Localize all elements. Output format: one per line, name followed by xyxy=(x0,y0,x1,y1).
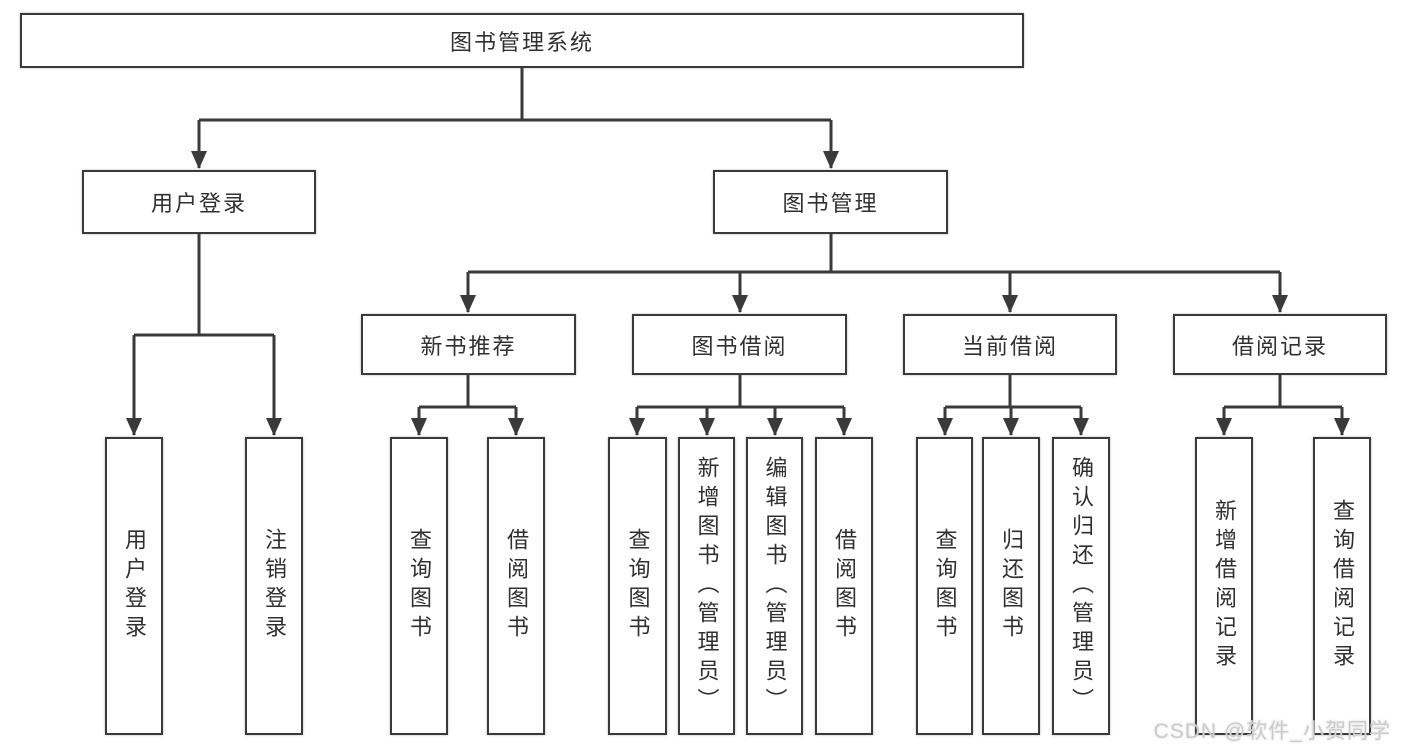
connector-bookmgmt-split xyxy=(468,233,1280,274)
leaf-return-book-label: 归还图书 xyxy=(999,528,1024,644)
node-book-management-label: 图书管理 xyxy=(782,191,879,216)
leaf-confirm-return-admin: 确认归还（管理员） xyxy=(1052,437,1110,735)
connector-root-split xyxy=(199,68,831,122)
leaf-edit-book-admin-label: 编辑图书（管理员） xyxy=(762,455,788,717)
connector-userlogin-split xyxy=(134,233,274,337)
leaf-confirm-return-admin-label: 确认归还（管理员） xyxy=(1069,455,1094,717)
node-book-borrow-label: 图书借阅 xyxy=(691,333,788,359)
leaf-edit-book-admin: 编辑图书（管理员） xyxy=(746,437,803,735)
node-root-label: 图书管理系统 xyxy=(449,29,594,55)
leaf-query-books-recommend-label: 查询图书 xyxy=(407,528,432,644)
leaf-query-books-borrow: 查询图书 xyxy=(608,437,667,735)
node-borrow-records: 借阅记录 xyxy=(1173,314,1387,375)
leaf-add-borrow-record: 新增借阅记录 xyxy=(1195,437,1253,735)
node-borrow-records-label: 借阅记录 xyxy=(1231,333,1328,359)
node-current-borrow: 当前借阅 xyxy=(903,314,1117,375)
node-user-login: 用户登录 xyxy=(82,170,316,234)
leaf-user-login: 用户登录 xyxy=(105,437,163,735)
node-new-book-recommend-label: 新书推荐 xyxy=(420,333,517,359)
leaf-add-book-admin-label: 新增图书（管理员） xyxy=(694,455,720,717)
leaf-query-books-current-label: 查询图书 xyxy=(932,528,958,644)
leaf-query-borrow-record: 查询借阅记录 xyxy=(1313,437,1371,735)
node-user-login-label: 用户登录 xyxy=(150,191,247,216)
leaf-add-borrow-record-label: 新增借阅记录 xyxy=(1212,499,1237,673)
watermark: CSDN @软件_小贺同学 xyxy=(1153,720,1391,743)
leaf-return-book: 归还图书 xyxy=(982,437,1040,735)
leaf-logout: 注销登录 xyxy=(245,437,303,735)
leaf-logout-label: 注销登录 xyxy=(262,528,287,644)
leaf-user-login-label: 用户登录 xyxy=(122,528,147,644)
leaf-query-books-borrow-label: 查询图书 xyxy=(625,528,651,644)
leaf-query-books-recommend: 查询图书 xyxy=(390,437,448,735)
leaf-borrow-books-label: 借阅图书 xyxy=(832,528,857,644)
node-book-management: 图书管理 xyxy=(713,170,948,234)
leaf-query-borrow-record-label: 查询借阅记录 xyxy=(1330,499,1355,673)
leaf-borrow-books-recommend-label: 借阅图书 xyxy=(504,528,529,644)
node-current-borrow-label: 当前借阅 xyxy=(961,333,1058,359)
node-root: 图书管理系统 xyxy=(20,13,1024,68)
leaf-add-book-admin: 新增图书（管理员） xyxy=(678,437,735,735)
leaf-query-books-current: 查询图书 xyxy=(916,437,973,735)
node-new-book-recommend: 新书推荐 xyxy=(361,314,576,375)
leaf-borrow-books: 借阅图书 xyxy=(815,437,873,735)
leaf-borrow-books-recommend: 借阅图书 xyxy=(487,437,545,735)
node-book-borrow: 图书借阅 xyxy=(632,314,847,375)
